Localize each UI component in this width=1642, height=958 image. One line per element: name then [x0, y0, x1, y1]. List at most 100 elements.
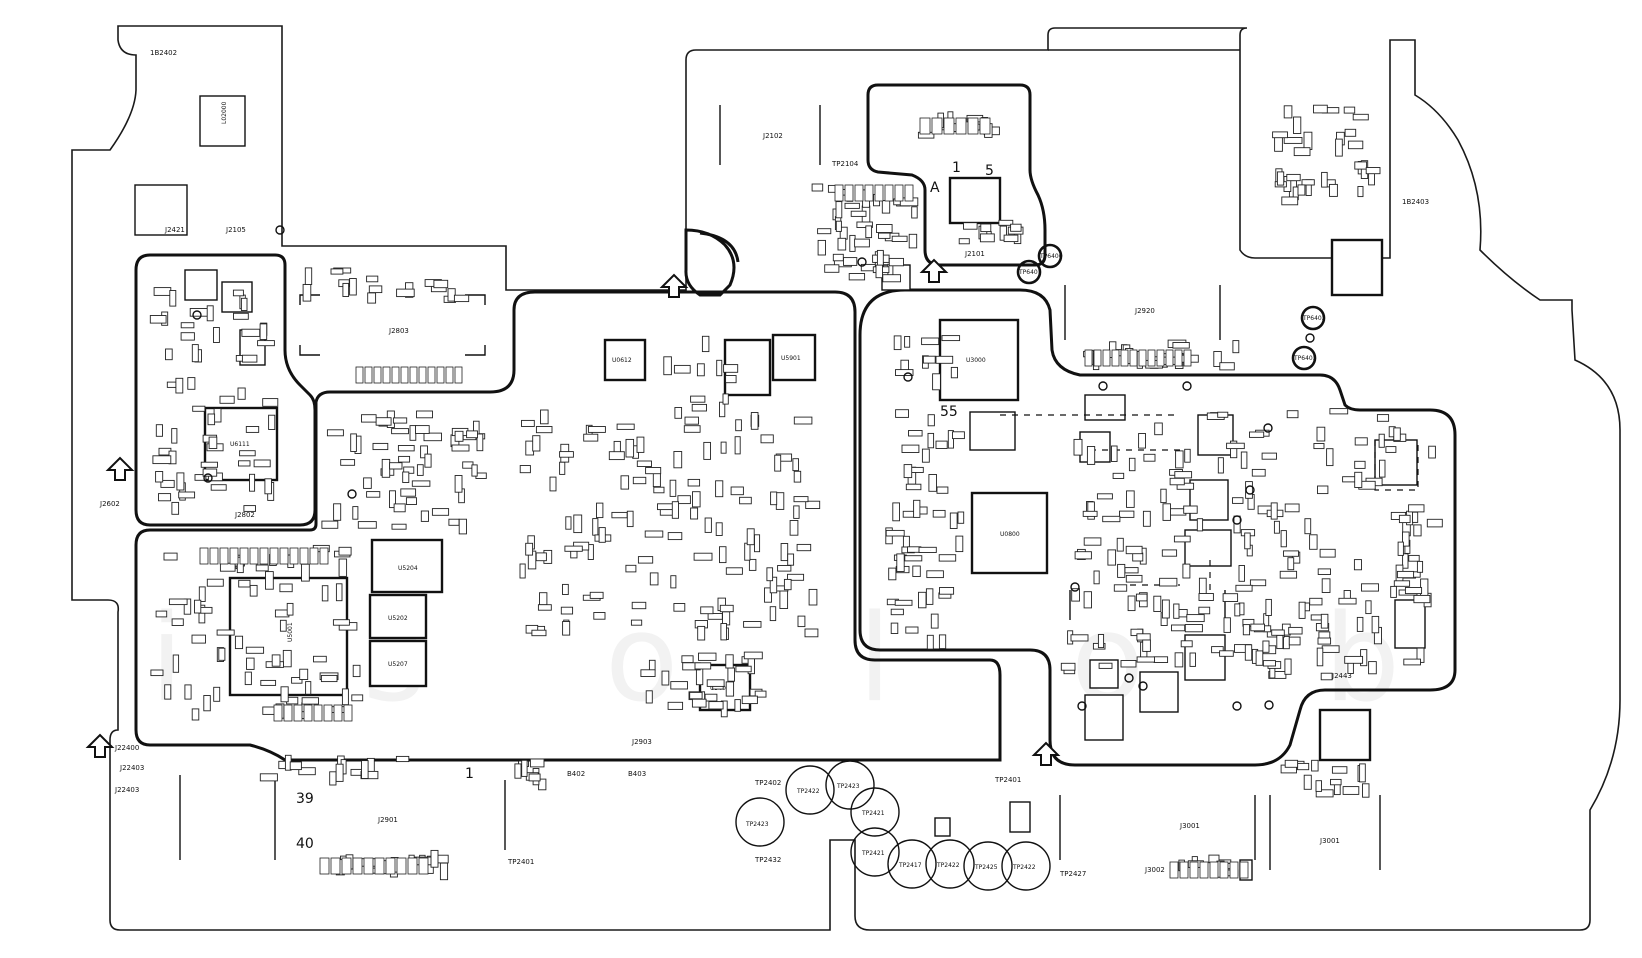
- smd-component: [213, 686, 221, 702]
- chip-u5001-label: U5001: [287, 622, 294, 642]
- chip-u0800: [970, 491, 1049, 575]
- smd-component: [1222, 593, 1239, 602]
- smd-component: [1120, 660, 1137, 668]
- smd-component: [955, 535, 964, 553]
- chip-u0612-label: U0612: [612, 357, 632, 364]
- tp2421-b-label: TP2421: [861, 850, 885, 857]
- smd-component: [1298, 601, 1306, 619]
- smd-component: [719, 546, 727, 564]
- connector-pad: [418, 857, 429, 875]
- smd-component: [631, 601, 647, 610]
- smd-component: [1362, 783, 1370, 798]
- smd-component: [681, 655, 694, 664]
- smd-component: [583, 433, 599, 442]
- smd-component: [1317, 485, 1329, 495]
- label-1b2403: 1B2403: [1402, 198, 1429, 206]
- connector-pad: [396, 857, 407, 875]
- smd-component: [259, 773, 278, 782]
- smd-component: [1316, 647, 1324, 667]
- smd-component: [1153, 656, 1169, 663]
- smd-component: [1276, 171, 1285, 186]
- smd-component: [743, 621, 762, 628]
- smd-component: [393, 503, 406, 513]
- connector-pad: [834, 184, 844, 202]
- tp6402-label: TP6402: [1302, 315, 1326, 322]
- fiducial-dot: [1182, 381, 1192, 391]
- smd-component: [420, 445, 428, 459]
- smd-component: [1354, 437, 1368, 446]
- smd-component: [649, 572, 659, 586]
- smd-component: [1271, 629, 1285, 636]
- smd-component: [1320, 613, 1329, 629]
- smd-component: [692, 491, 701, 508]
- smd-component: [341, 688, 349, 706]
- smd-component: [1117, 563, 1126, 578]
- connector-pad: [199, 547, 209, 565]
- smd-component: [893, 335, 902, 351]
- connector-pad: [1183, 349, 1192, 367]
- chip-u0800-label: U0800: [1000, 531, 1020, 538]
- smd-component: [908, 233, 918, 249]
- smd-component: [158, 493, 172, 502]
- connector-pad: [1209, 861, 1219, 879]
- smd-component: [172, 654, 180, 673]
- tp2423: [735, 797, 785, 847]
- smd-component: [241, 354, 258, 363]
- smd-component: [1074, 551, 1092, 560]
- connector-pad: [884, 184, 894, 202]
- connector-pad: [454, 366, 463, 384]
- smd-component: [1071, 588, 1080, 602]
- connector-pad: [355, 366, 364, 384]
- smd-component: [697, 625, 706, 641]
- connector-pad: [967, 117, 979, 135]
- smd-component: [1287, 557, 1295, 571]
- smd-component: [715, 480, 724, 498]
- connector-brackets: [179, 105, 1381, 870]
- smd-component: [1293, 147, 1311, 157]
- tp2422-c-label: TP2422: [1012, 864, 1036, 871]
- smd-component: [598, 527, 606, 543]
- smd-component: [361, 414, 377, 423]
- smd-component: [304, 267, 313, 285]
- smd-component: [1142, 639, 1151, 652]
- smd-component: [216, 629, 235, 636]
- smd-component: [1097, 634, 1105, 649]
- smd-component: [265, 571, 274, 590]
- smd-component: [1119, 510, 1135, 518]
- smd-component: [1365, 167, 1381, 175]
- smd-component: [1251, 468, 1266, 477]
- smd-component: [1211, 646, 1224, 654]
- smd-component: [233, 312, 249, 320]
- connector-pad: [943, 117, 955, 135]
- smd-component: [958, 238, 970, 245]
- smd-component: [865, 225, 873, 239]
- smd-component: [1342, 786, 1360, 795]
- smd-component: [171, 501, 180, 515]
- smd-component: [253, 459, 271, 468]
- fiducial-dot: [1098, 381, 1108, 391]
- smd-component: [302, 283, 312, 302]
- smd-component: [476, 433, 484, 452]
- smd-component: [1304, 518, 1312, 535]
- smd-component: [431, 508, 450, 516]
- smd-component: [1240, 451, 1248, 469]
- smd-component: [352, 506, 359, 520]
- smd-component: [187, 377, 196, 390]
- smd-component: [184, 684, 192, 700]
- smd-component: [1127, 595, 1136, 612]
- smd-component: [289, 761, 302, 771]
- fiducial-dot: [857, 257, 867, 267]
- smd-component: [1186, 614, 1205, 623]
- smd-component: [750, 412, 759, 430]
- connector-pad: [894, 184, 904, 202]
- smd-component: [804, 628, 819, 638]
- smd-component: [175, 377, 184, 394]
- connector-pad: [955, 117, 967, 135]
- smd-component: [521, 759, 528, 777]
- chip-u6111-label: U6111: [230, 441, 250, 448]
- num-5: 5: [985, 163, 994, 179]
- label-tp2427: TP2427: [1059, 870, 1086, 878]
- arrow-up-1: [105, 456, 135, 481]
- smd-component: [722, 611, 731, 626]
